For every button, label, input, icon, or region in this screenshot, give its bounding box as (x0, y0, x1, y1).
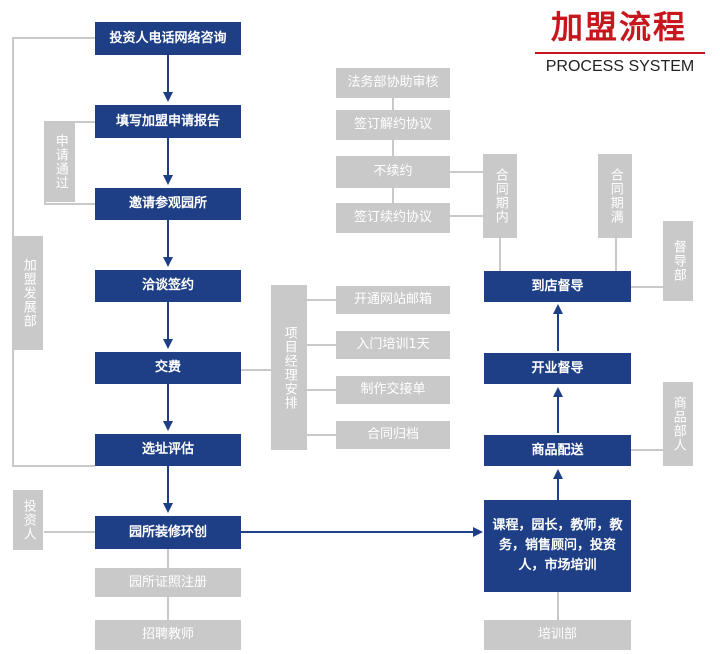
task-entry-training: 入门培训1天 (336, 331, 450, 359)
label-goods-dept: 商品部人 (663, 382, 693, 466)
label-contract-in-period: 合同期内 (483, 154, 517, 238)
task-contract-archive: 合同归档 (336, 421, 450, 449)
label-investor: 投资人 (13, 490, 43, 550)
step-training: 课程，园长，教师，教务，销售顾问，投资人，市场培训 (484, 500, 631, 592)
label-project-manager: 项目经理安排 (271, 285, 307, 450)
step-fill-application: 填写加盟申请报告 (95, 105, 241, 138)
step-opening-supervision: 开业督导 (484, 353, 631, 384)
task-open-email: 开通网站邮箱 (336, 286, 450, 314)
step-goods-delivery: 商品配送 (484, 435, 631, 466)
step-site-evaluation: 选址评估 (95, 434, 241, 466)
label-training-dept: 培训部 (484, 620, 631, 650)
page-title: 加盟流程 (550, 8, 687, 46)
task-legal-review: 法务部协助审核 (336, 68, 450, 98)
task-no-renewal: 不续约 (336, 156, 450, 188)
label-franchise-dept: 加盟发展部 (13, 236, 43, 350)
step-license-register: 园所证照注册 (95, 568, 241, 597)
page-subtitle: PROCESS SYSTEM (545, 58, 695, 75)
step-negotiate-sign: 洽谈签约 (95, 270, 241, 302)
task-sign-termination: 签订解约协议 (336, 110, 450, 140)
task-handover-sheet: 制作交接单 (336, 376, 450, 404)
step-visit-campus: 邀请参观园所 (95, 188, 241, 220)
task-sign-renewal: 签订续约协议 (336, 203, 450, 233)
title-underline (535, 52, 705, 54)
step-recruit-teachers: 招聘教师 (95, 620, 241, 650)
label-contract-expired: 合同期满 (598, 154, 632, 238)
label-supervision-dept: 督导部 (663, 221, 693, 301)
step-store-supervision: 到店督导 (484, 271, 631, 302)
step-decoration: 园所装修环创 (95, 516, 241, 549)
step-payment: 交费 (95, 352, 241, 384)
step-phone-consult: 投资人电话网络咨询 (95, 22, 241, 55)
label-application-passed: 申请通过 (45, 122, 75, 202)
